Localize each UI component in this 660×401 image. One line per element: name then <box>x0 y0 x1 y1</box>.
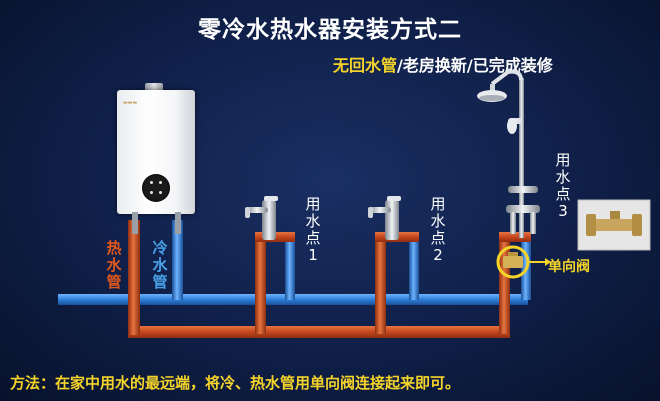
hot-riser-point3 <box>499 232 510 334</box>
cold-pipe-label: 冷水管 <box>152 239 168 291</box>
faucet-icon <box>245 196 278 240</box>
check-valve-photo <box>577 199 651 251</box>
water-heater-icon: ▬▬▬ <box>117 90 195 214</box>
water-point-1-label: 用水点1 <box>305 195 321 264</box>
hot-riser-point1 <box>255 232 266 334</box>
hot-pipe-network <box>128 220 531 338</box>
heater-display-icon <box>142 174 170 202</box>
faucet-icon <box>368 196 401 240</box>
cold-riser-point1 <box>285 236 295 300</box>
check-valve-label: 单向阀 <box>548 259 590 275</box>
heater-outlet-hot <box>132 212 138 234</box>
subtitle-highlight: 无回水管 <box>333 56 398 75</box>
hot-elbow-point3 <box>499 232 531 242</box>
method-note: 方法：在家中用水的最远端，将冷、热水管用单向阀连接起来即可。 <box>10 374 461 392</box>
check-valve-icon <box>496 245 551 279</box>
heater-outlet-cold <box>175 212 181 234</box>
cold-riser-point2 <box>409 236 419 300</box>
heater-logo: ▬▬▬ <box>123 100 138 106</box>
hot-riser-heater <box>128 220 140 335</box>
water-point-3-label: 用水点3 <box>555 151 571 220</box>
cold-riser-heater <box>172 220 183 300</box>
heater-flue <box>145 83 163 92</box>
diagram-title: 零冷水热水器安装方式二 <box>198 17 462 43</box>
hot-riser-point2 <box>375 232 386 334</box>
hot-pipe-label: 热水管 <box>106 239 122 291</box>
shower-icon <box>477 69 540 238</box>
water-point-2-label: 用水点2 <box>430 195 446 264</box>
hot-main-pipe <box>128 326 510 338</box>
